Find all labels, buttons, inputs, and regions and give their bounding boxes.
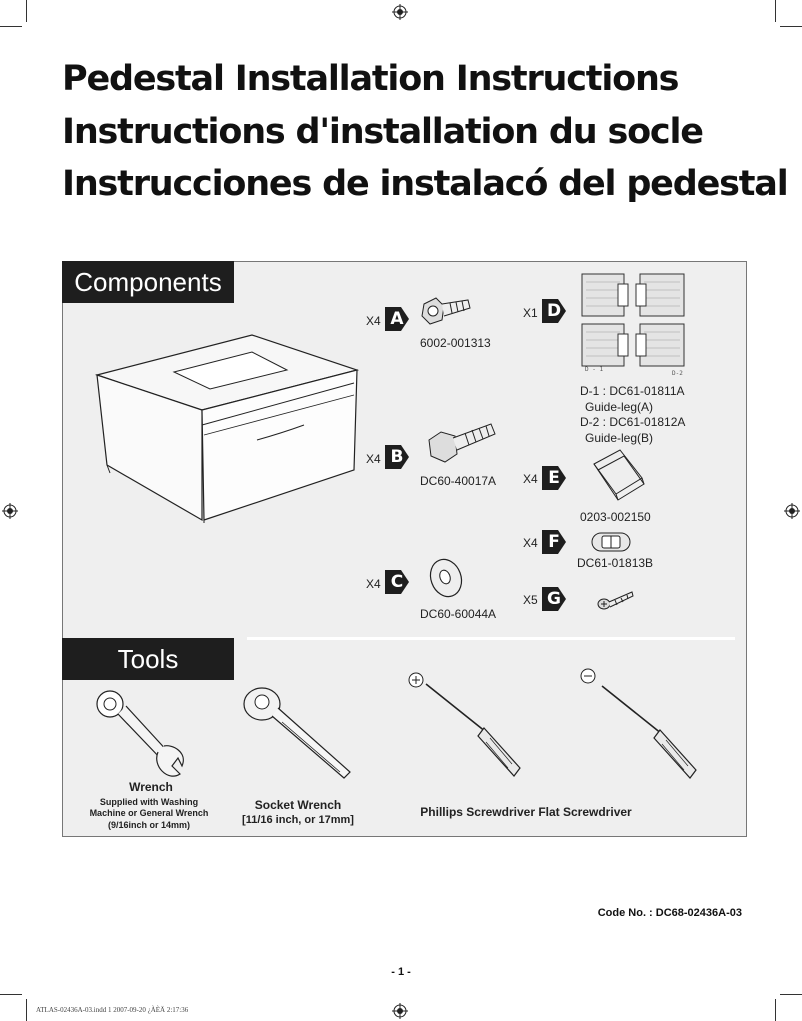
component-d-qty: X1: [523, 306, 538, 320]
crop-mark: [775, 0, 776, 22]
washer-c-icon: [429, 558, 463, 598]
socket-wrench-title: Socket Wrench: [254, 798, 342, 812]
crop-mark: [780, 26, 802, 27]
crop-mark: [26, 0, 27, 22]
component-f-badge: F: [542, 530, 566, 554]
component-a-part-number: 6002-001313: [420, 336, 491, 350]
page-number: - 1 -: [391, 966, 411, 978]
wrench-desc-2: Machine or General Wrench: [89, 808, 209, 818]
crop-mark: [775, 999, 776, 1021]
crop-mark: [780, 994, 802, 995]
component-d1-name: Guide-leg(A): [585, 400, 654, 414]
component-f-qty: X4: [523, 536, 538, 550]
component-d-badge: D: [542, 299, 566, 323]
component-g-qty: X5: [523, 593, 538, 607]
component-b-qty: X4: [366, 452, 381, 466]
component-d2-name: Guide-leg(B): [585, 431, 654, 445]
component-e-part-number: 0203-002150: [580, 510, 651, 524]
print-slug: ATLAS-02436A-03.indd 1 2007-09-20 ¿ÀÈÄ 2…: [36, 1006, 189, 1014]
clip-f-icon: [591, 532, 631, 552]
wrench-desc-1: Supplied with Washing: [99, 797, 199, 807]
code-number: Code No. : DC68-02436A-03: [597, 907, 742, 919]
guide-leg-d-icon: [581, 273, 685, 367]
component-f-part-number: DC61-01813B: [577, 556, 654, 570]
screwdrivers-label: Phillips Screwdriver Flat Screwdriver: [420, 805, 632, 819]
component-c-badge: C: [385, 570, 409, 594]
component-a-badge: A: [385, 307, 409, 331]
registration-mark-icon: [2, 503, 18, 519]
guide-leg-d2-tag: D-2: [672, 370, 683, 377]
tools-heading: Tools: [62, 638, 234, 680]
components-heading: Components: [62, 261, 234, 303]
component-d2-part-number: D-2 : DC61-01812A: [580, 415, 686, 429]
component-b-part-number: DC60-40017A: [420, 474, 497, 488]
crop-mark: [0, 994, 22, 995]
screw-g-icon: [597, 591, 634, 610]
section-divider: [247, 637, 735, 640]
wrench-title: Wrench: [129, 780, 173, 794]
component-e-qty: X4: [523, 472, 538, 486]
component-e-badge: E: [542, 466, 566, 490]
component-c-qty: X4: [366, 577, 381, 591]
bolt-b-icon: [428, 423, 496, 463]
socket-wrench-icon: [243, 687, 351, 779]
registration-mark-icon: [392, 1003, 408, 1019]
wrench-icon: [96, 690, 184, 777]
title-spanish: Instrucciones de instalacó del pedestal: [62, 164, 789, 204]
wrench-desc-3: (9/16inch or 14mm): [107, 820, 191, 830]
pad-e-icon: [593, 449, 645, 501]
bolt-a-icon: [421, 297, 471, 325]
registration-mark-icon: [392, 4, 408, 20]
title-english: Pedestal Installation Instructions: [62, 59, 680, 99]
phillips-screwdriver-icon: [408, 672, 521, 777]
guide-leg-d1-tag: D - 1: [585, 366, 604, 373]
crop-mark: [0, 26, 22, 27]
component-a-qty: X4: [366, 314, 381, 328]
title-french: Instructions d'installation du socle: [62, 112, 704, 152]
component-b-badge: B: [385, 445, 409, 469]
socket-wrench-desc: [11/16 inch, or 17mm]: [242, 814, 354, 826]
registration-mark-icon: [784, 503, 800, 519]
component-c-part-number: DC60-60044A: [420, 607, 497, 621]
flat-screwdriver-icon: [580, 668, 697, 779]
component-g-badge: G: [542, 587, 566, 611]
crop-mark: [26, 999, 27, 1021]
component-d1-part-number: D-1 : DC61-01811A: [580, 384, 685, 398]
pedestal-illustration: [94, 334, 360, 523]
